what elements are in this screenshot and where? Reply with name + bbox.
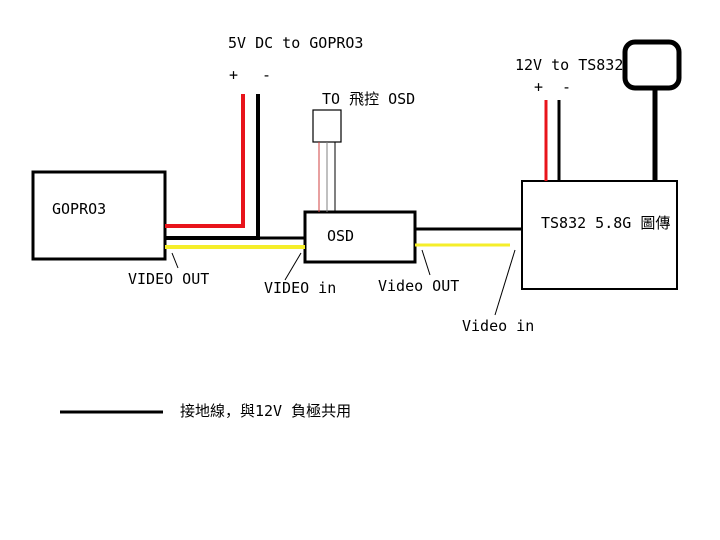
- fc-connector: [312, 109, 342, 143]
- label-plus-ts: +: [534, 78, 544, 96]
- ts832-box: [521, 180, 678, 290]
- label-to-fc-osd: TO 飛控 OSD: [322, 90, 416, 108]
- label-video-out-gopro: VIDEO OUT: [128, 270, 210, 288]
- osd-box: [303, 210, 417, 264]
- gopro3-box: [31, 170, 167, 261]
- wire-5v-red: [165, 94, 245, 228]
- leader-video-out-2: [421, 249, 431, 276]
- label-minus-gopro: -: [262, 66, 272, 84]
- leader-video-in-2: [494, 249, 516, 316]
- leader-video-in-1: [284, 252, 302, 281]
- label-video-out-osd: Video OUT: [378, 277, 460, 295]
- legend-text: 接地線，與12V 負極共用: [180, 402, 352, 420]
- label-12v: 12V to TS832: [515, 56, 624, 74]
- label-5v-dc: 5V DC to GOPRO3: [228, 34, 364, 52]
- label-ts832: TS832 5.8G 圖傳: [541, 214, 671, 232]
- leader-video-out-1: [171, 252, 179, 269]
- antenna-icon: [622, 39, 682, 91]
- label-minus-ts: -: [562, 78, 572, 96]
- label-video-in-ts: Video in: [462, 317, 535, 335]
- label-plus-gopro: +: [229, 66, 239, 84]
- label-video-in-osd: VIDEO in: [264, 279, 337, 297]
- label-gopro3: GOPRO3: [52, 200, 107, 218]
- label-osd: OSD: [327, 227, 355, 245]
